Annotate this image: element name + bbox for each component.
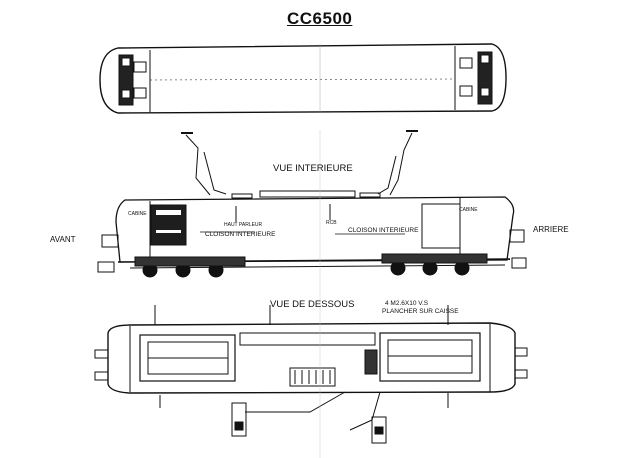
loudspeaker-label: HAUT PARLEUR xyxy=(224,222,263,228)
rcb-label: RCB xyxy=(326,220,337,226)
interior-side-view xyxy=(97,130,527,278)
roof-view xyxy=(99,43,507,114)
front-direction-label: AVANT xyxy=(50,235,76,244)
interior-view-heading: VUE INTERIEURE xyxy=(273,163,353,174)
left-cab-label: CABINE xyxy=(128,211,147,217)
drawing-title: CC6500 xyxy=(287,9,353,28)
underside-view xyxy=(94,305,528,444)
right-bulkhead-label: CLOISON INTERIEURE xyxy=(348,227,419,234)
rear-direction-label: ARRIERE xyxy=(533,225,569,234)
underside-view-heading: VUE DE DESSOUS xyxy=(270,299,355,310)
screws-label: 4 M2.6X10 V.S xyxy=(385,300,429,307)
left-bulkhead-label: CLOISON INTERIEURE xyxy=(205,231,276,238)
right-cab-label: CABINE xyxy=(459,207,478,213)
floor-label: PLANCHER SUR CAISSE xyxy=(382,308,459,315)
